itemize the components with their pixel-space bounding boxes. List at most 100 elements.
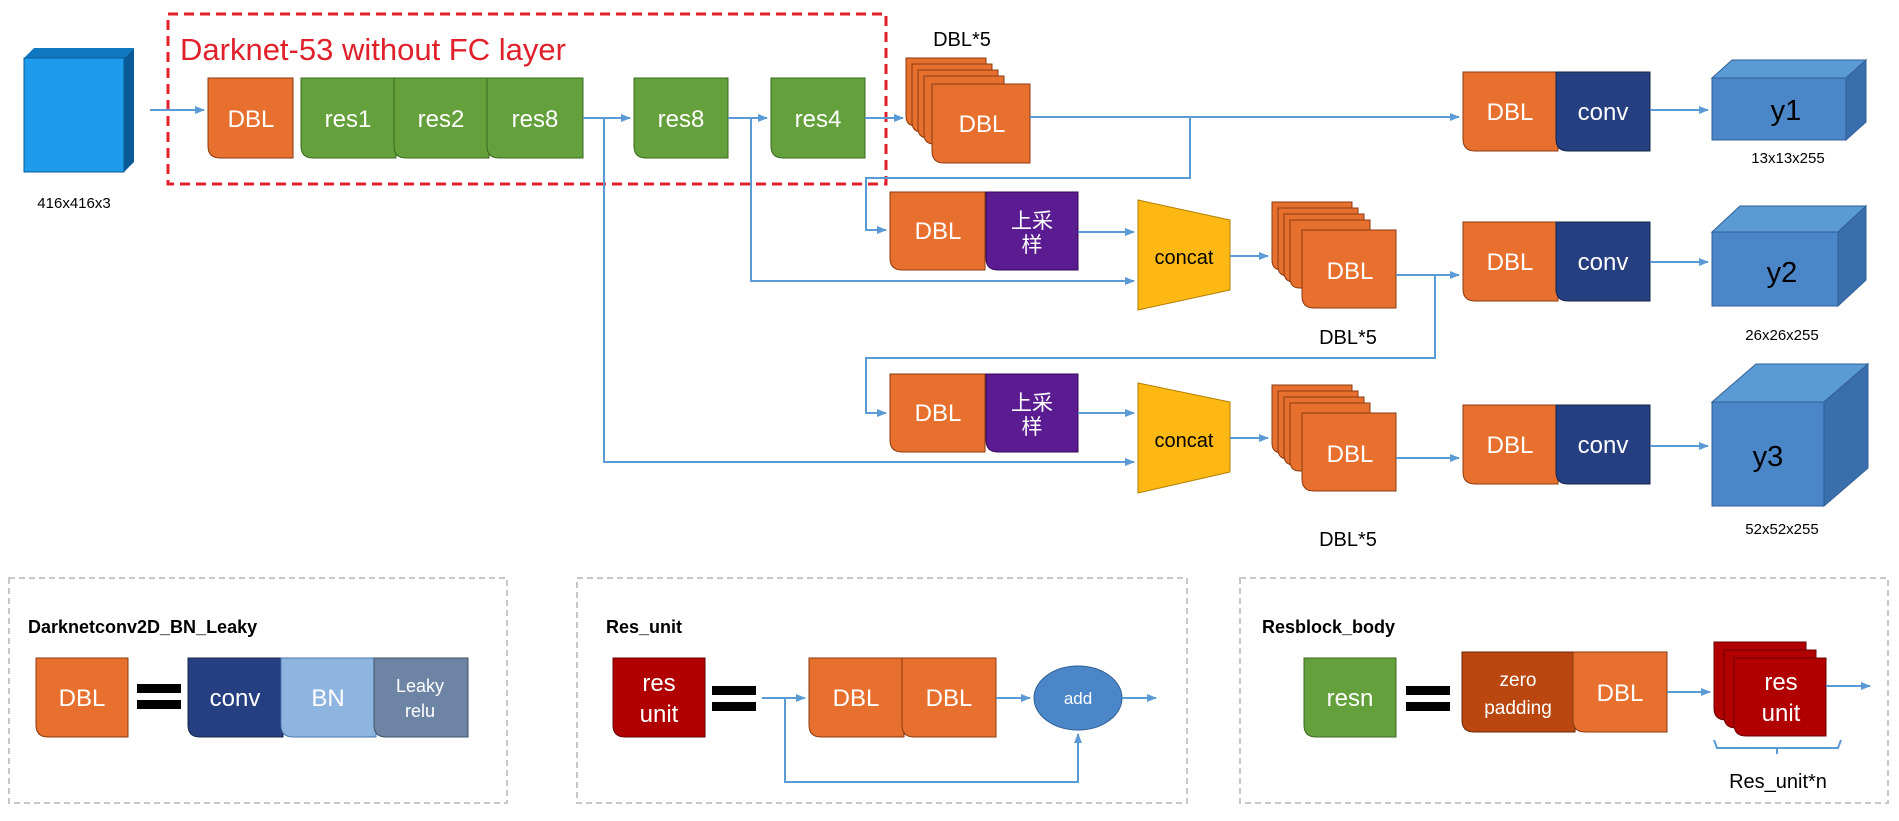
legend-zero-padding-label-1: zero — [1500, 670, 1537, 691]
backbone-res4-label: res4 — [795, 106, 842, 133]
legend-res-dbl2-label: DBL — [926, 685, 973, 712]
branch2-concat-block — [1137, 199, 1231, 311]
branch2-upsample-label: 上采样 — [1011, 210, 1053, 257]
stack-mid-label: DBL*5 — [1319, 327, 1377, 349]
branch1-conv-block — [1555, 71, 1651, 152]
legend-add-label: add — [1064, 689, 1092, 708]
backbone-title: Darknet-53 without FC layer — [180, 32, 566, 67]
stack-top-label: DBL*5 — [933, 29, 991, 51]
output-cube-y1 — [1710, 58, 1868, 142]
legend-dbl-panel — [8, 577, 508, 804]
legend-resunit-lhs-label-2: unit — [640, 701, 679, 728]
legend-resblock-arrows — [1667, 682, 1871, 754]
output-cube-y2 — [1710, 204, 1868, 308]
equals-icon — [712, 686, 756, 711]
output-cube-y3 — [1710, 362, 1870, 508]
branch3-concat-label: concat — [1155, 430, 1214, 452]
branch3-upsample-label: 上采样 — [1011, 392, 1053, 439]
branch3-conv-block — [1555, 404, 1651, 485]
backbone-res8b-label: res8 — [658, 106, 705, 133]
input-cube — [23, 48, 134, 173]
legend-dbl-title: Darknetconv2D_BN_Leaky — [28, 617, 257, 637]
legend-resunit-lhs-label-1: res — [642, 670, 675, 697]
branch3-concat-block — [1137, 382, 1231, 494]
y3-size-label: 52x52x255 — [1745, 521, 1818, 538]
backbone-res8-block — [486, 77, 584, 159]
equals-icon — [137, 684, 181, 709]
stack-bottom — [1271, 384, 1397, 492]
branch2-dbl2-block — [1462, 221, 1559, 302]
stack-middle — [1271, 201, 1397, 309]
legend-resblock-dbl-label: DBL — [1597, 680, 1644, 707]
backbone-res2-label: res2 — [418, 106, 465, 133]
backbone-res8-label: res8 — [512, 106, 559, 133]
y3-label: y3 — [1753, 441, 1784, 473]
branch2-dbl-label: DBL — [915, 218, 962, 245]
legend-res-unit-stack — [1713, 641, 1827, 737]
branch3-conv-label: conv — [1578, 432, 1629, 459]
branch1-conv-label: conv — [1578, 99, 1629, 126]
backbone-res1-block — [300, 77, 397, 159]
legend-conv-block — [187, 657, 284, 738]
legend-dbl-lhs-block — [35, 657, 129, 738]
stack-top — [905, 57, 1031, 164]
legend-res-dbl1-block — [808, 657, 905, 738]
legend-leaky-label-2: relu — [405, 701, 435, 721]
legend-res-dbl2-block — [901, 657, 997, 738]
legend-resblock-panel — [1239, 577, 1889, 804]
branch1-dbl-block — [1462, 71, 1559, 152]
stack-mid-dbl-label: DBL — [1327, 258, 1374, 285]
legend-bn-block — [280, 657, 377, 738]
branch3-dbl2-label: DBL — [1487, 432, 1534, 459]
legend-resunit-lhs-block — [612, 657, 706, 738]
branch1-dbl-label: DBL — [1487, 99, 1534, 126]
stack-top-dbl-label: DBL — [959, 111, 1006, 138]
equals-icon — [1406, 686, 1450, 711]
y2-size-label: 26x26x255 — [1745, 327, 1818, 344]
stack-bot-dbl-label: DBL — [1327, 441, 1374, 468]
backbone-dbl-block — [207, 77, 294, 159]
legend-res-dbl1-label: DBL — [833, 685, 880, 712]
legend-res-unit-count-label: Res_unit*n — [1729, 771, 1827, 793]
legend-res-unit-label-2: unit — [1762, 700, 1801, 727]
legend-res-unit-label-1: res — [1764, 669, 1797, 696]
legend-zero-padding-label-2: padding — [1484, 698, 1552, 719]
branch2-dbl-block — [889, 191, 986, 271]
branch3-dbl-block — [889, 373, 986, 453]
legend-leaky-label-1: Leaky — [396, 676, 444, 696]
legend-resblock-dbl-block — [1572, 651, 1668, 733]
backbone-dbl-label: DBL — [228, 106, 275, 133]
backbone-arrows — [150, 106, 904, 122]
legend-resblock-title: Resblock_body — [1262, 617, 1395, 637]
legend-leaky-block — [373, 657, 469, 738]
y2-label: y2 — [1767, 257, 1798, 289]
input-size-label: 416x416x3 — [37, 195, 110, 212]
backbone-res2-block — [393, 77, 490, 159]
branch2-upsample-block — [985, 191, 1079, 271]
backbone-dashed-box — [166, 12, 888, 186]
brace-icon — [1713, 739, 1842, 749]
backbone-res4-block — [770, 77, 866, 159]
legend-resn-label: resn — [1327, 685, 1374, 712]
legend-bn-label: BN — [311, 685, 344, 712]
stack-bot-label: DBL*5 — [1319, 529, 1377, 551]
legend-resn-block — [1303, 657, 1397, 738]
y1-label: y1 — [1771, 95, 1802, 127]
legend-res-panel — [576, 577, 1188, 804]
branch2-dbl2-label: DBL — [1487, 249, 1534, 276]
branch3-dbl2-block — [1462, 404, 1559, 485]
branch2-conv-block — [1555, 221, 1651, 302]
y1-size-label: 13x13x255 — [1751, 150, 1824, 167]
backbone-res1-label: res1 — [325, 106, 372, 133]
branch2-conv-label: conv — [1578, 249, 1629, 276]
branch2-concat-label: concat — [1155, 247, 1214, 269]
backbone-res8b-block — [633, 77, 729, 159]
connection-arrows — [603, 106, 1709, 466]
legend-dbl-lhs-label: DBL — [59, 685, 106, 712]
branch3-dbl-label: DBL — [915, 400, 962, 427]
branch3-upsample-block — [985, 373, 1079, 453]
legend-zero-padding-block — [1461, 651, 1576, 733]
legend-conv-label: conv — [210, 685, 261, 712]
legend-res-arrows — [762, 694, 1157, 783]
